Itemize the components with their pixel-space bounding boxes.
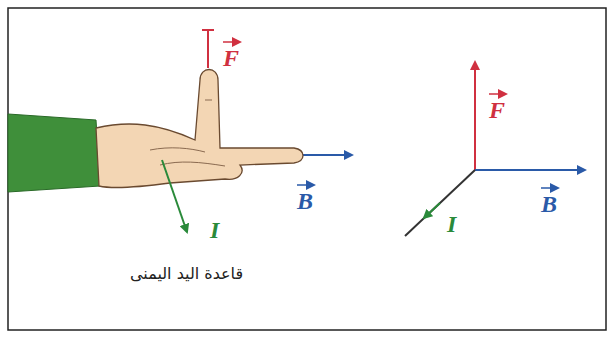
- sleeve: [8, 114, 100, 192]
- field-label: B: [297, 189, 313, 213]
- current-axis: [405, 170, 475, 236]
- force-label: F: [489, 98, 505, 122]
- force-line: [207, 30, 209, 68]
- frame: [8, 8, 606, 330]
- current-arrow: [162, 160, 187, 232]
- force-label: F: [223, 46, 239, 70]
- vector-sign: [297, 184, 314, 186]
- hand: [96, 70, 303, 188]
- force-axis: [474, 62, 476, 170]
- vector-sign: [223, 41, 240, 43]
- current-label: I: [447, 212, 456, 236]
- current-label: I: [210, 218, 219, 242]
- field-label: B: [541, 192, 557, 216]
- vector-sign: [489, 93, 506, 95]
- vector-sign: [541, 187, 558, 189]
- finger-lines: [150, 100, 225, 166]
- caption-label: قاعدة اليد اليمنى: [130, 266, 243, 282]
- current-axis-head: [424, 203, 440, 218]
- force-tick: [202, 29, 214, 31]
- field-axis: [475, 169, 585, 171]
